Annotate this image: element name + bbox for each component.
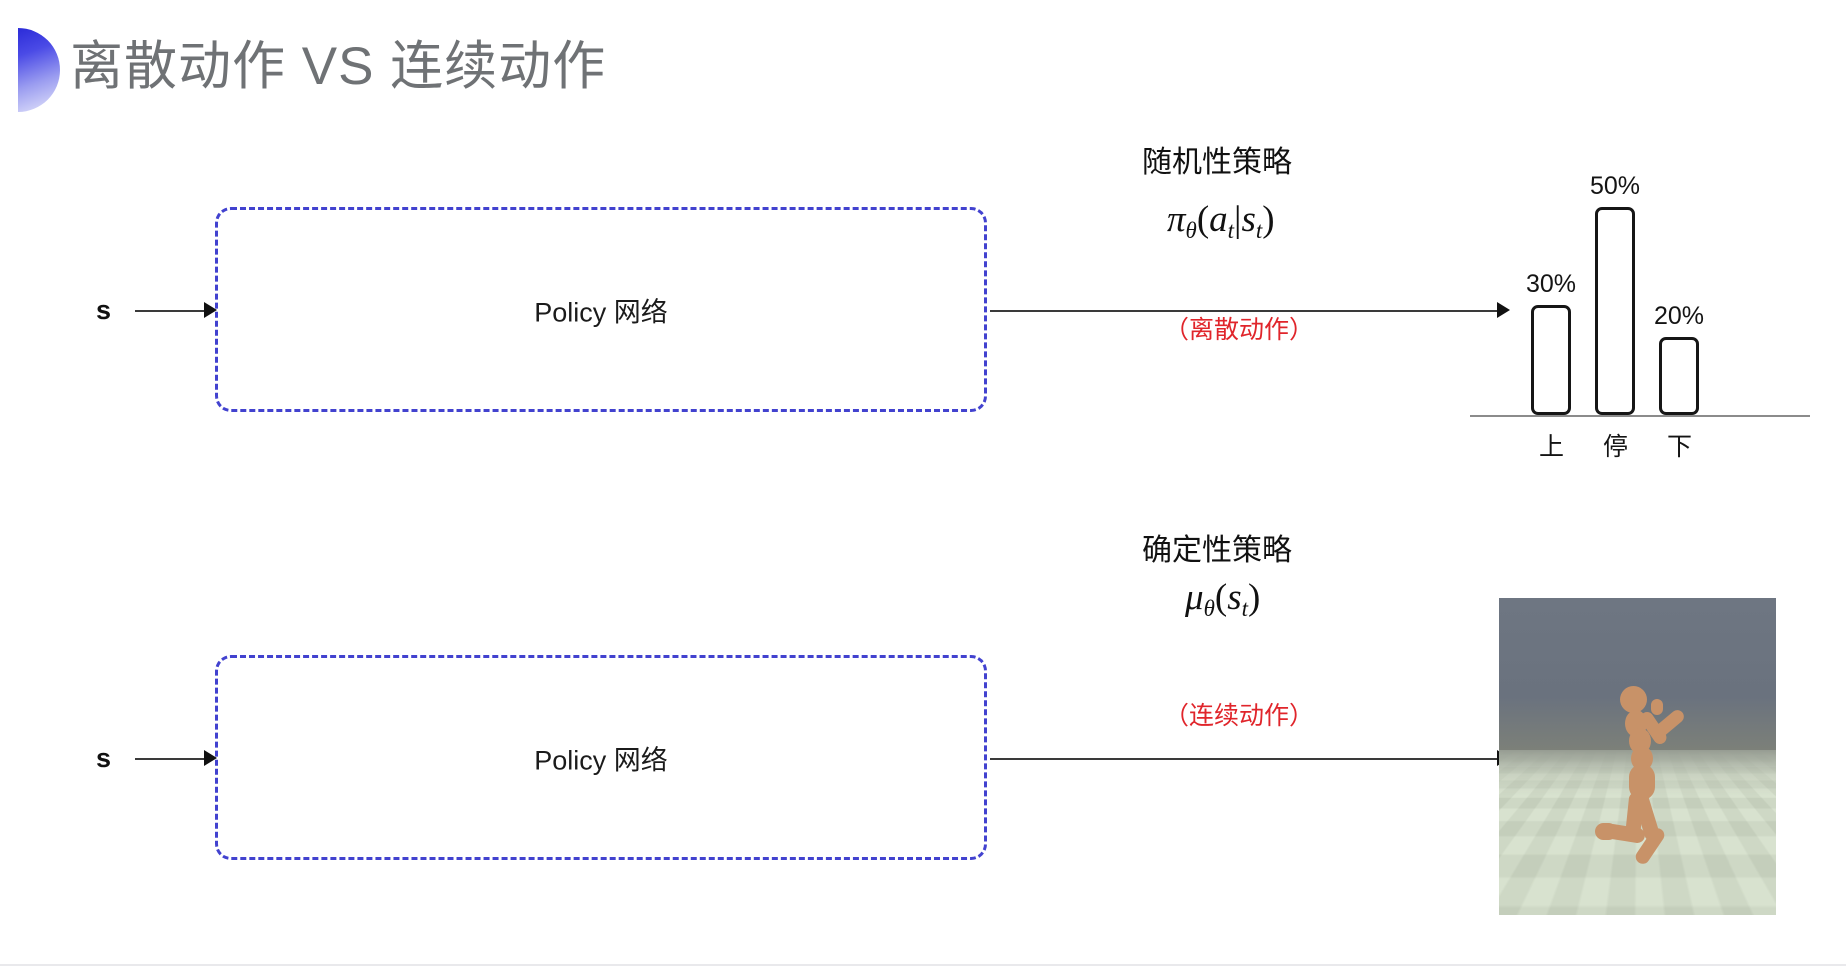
humanoid-foot	[1595, 823, 1617, 840]
output-arrow-line-bottom	[990, 758, 1502, 760]
page-title: 离散动作 VS 连续动作	[70, 37, 607, 96]
annotation-title-deterministic: 确定性策略	[1142, 534, 1292, 567]
bar-group-2: 20%	[1644, 302, 1714, 415]
bar-group-1: 50%	[1580, 172, 1650, 415]
bar-rect-2	[1659, 337, 1699, 415]
humanoid-hand	[1651, 699, 1663, 715]
bar-rect-0	[1531, 305, 1571, 415]
bottom-divider	[0, 964, 1846, 966]
bar-category-label-1: 停	[1603, 433, 1629, 461]
policy-network-box-top[interactable]: Policy 网络	[215, 207, 987, 412]
annotation-formula-stochastic: πθ(at|st)	[1167, 199, 1275, 243]
action-probability-bar-chart: 30% 50% 20% 上 停 下	[1470, 95, 1810, 461]
bar-category-label-2: 下	[1667, 433, 1693, 461]
bar-value-label-0: 30%	[1525, 270, 1577, 298]
bar-value-label-1: 50%	[1589, 172, 1641, 200]
policy-network-box-bottom[interactable]: Policy 网络	[215, 655, 987, 860]
input-state-label-bottom: s	[96, 743, 112, 773]
input-arrow-head-bottom	[204, 750, 217, 766]
input-arrow-line-top	[135, 310, 207, 312]
annotation-note-continuous: （连续动作）	[1164, 702, 1315, 730]
input-arrow-line-bottom	[135, 758, 207, 760]
input-state-label-top: s	[96, 295, 112, 325]
policy-network-label-top: Policy 网络	[534, 297, 668, 327]
chart-baseline-axis	[1470, 415, 1810, 417]
mujoco-humanoid-simulation-image	[1499, 598, 1776, 915]
output-arrow-line-top	[990, 310, 1502, 312]
policy-network-label-bottom: Policy 网络	[534, 745, 668, 775]
half-circle-gradient-icon	[18, 28, 60, 112]
annotation-title-stochastic: 随机性策略	[1142, 146, 1292, 179]
bar-rect-1	[1595, 207, 1635, 415]
annotation-note-discrete: （离散动作）	[1164, 316, 1315, 344]
input-arrow-head-top	[204, 302, 217, 318]
humanoid-head	[1620, 686, 1647, 713]
bar-value-label-2: 20%	[1653, 302, 1705, 330]
output-arrow-head-top	[1497, 302, 1510, 318]
bar-group-0: 30%	[1516, 270, 1586, 415]
bar-category-label-0: 上	[1539, 433, 1565, 461]
annotation-formula-deterministic: μθ(st)	[1185, 577, 1261, 621]
